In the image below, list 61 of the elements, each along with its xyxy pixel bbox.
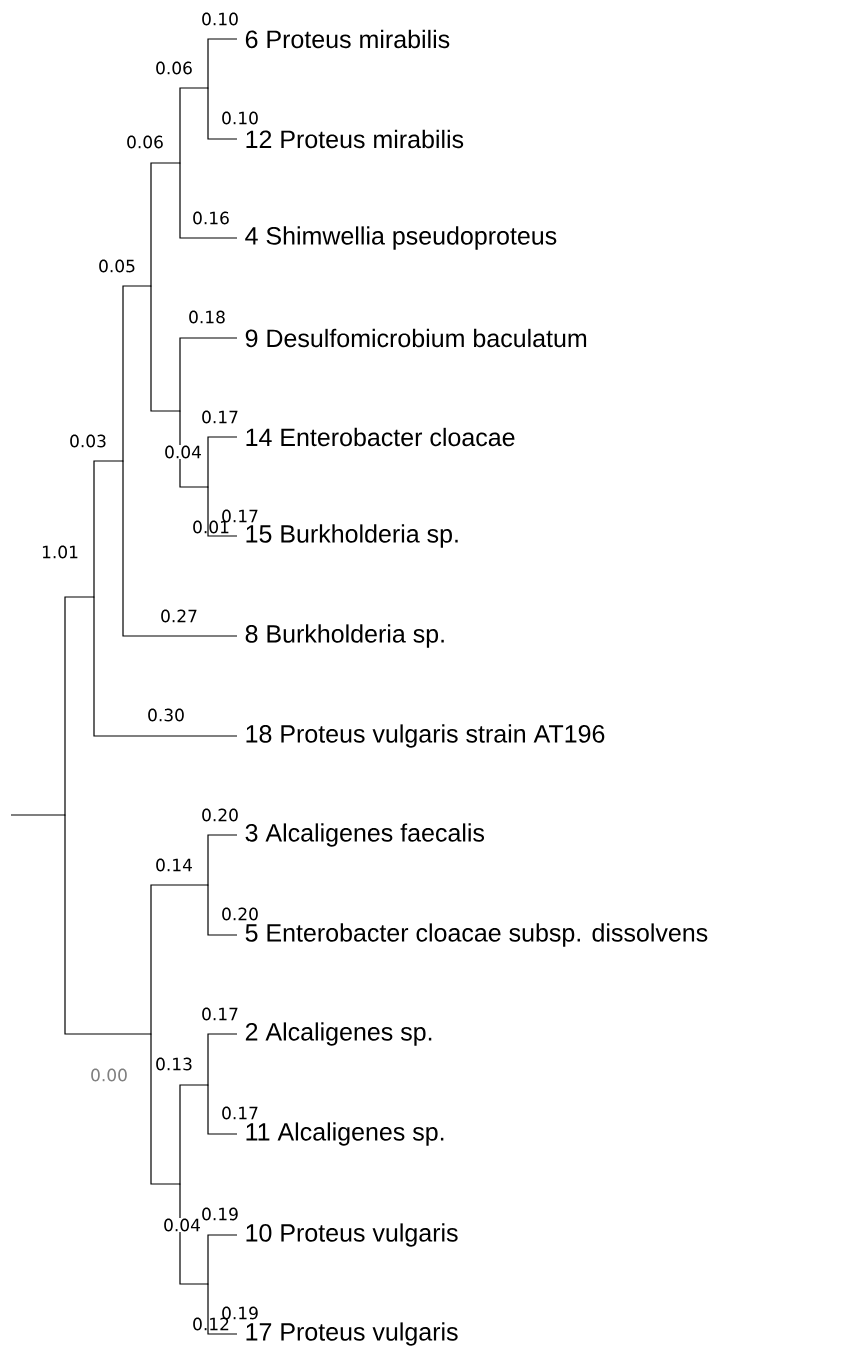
branch-line bbox=[179, 410, 209, 488]
taxon-label: 10 Proteus vulgaris bbox=[246, 1223, 458, 1247]
branch-line bbox=[179, 1183, 209, 1285]
branch-length: 0.17 bbox=[220, 1106, 260, 1120]
branch-line bbox=[207, 884, 238, 936]
branch-length: 0.20 bbox=[200, 808, 240, 822]
branch-line bbox=[150, 162, 181, 287]
taxon-label: 2 Alcaligenes sp. bbox=[245, 1022, 432, 1046]
branch-length: 0.16 bbox=[191, 211, 231, 225]
branch-line bbox=[179, 1084, 209, 1185]
branch-length: 0.17 bbox=[200, 410, 240, 424]
branch-line bbox=[150, 1033, 181, 1185]
branch-line bbox=[207, 38, 238, 89]
branch-line bbox=[207, 1084, 238, 1135]
taxon-label: 9 Desulfomicrobium baculatum bbox=[245, 328, 587, 348]
branch-line bbox=[179, 337, 238, 412]
branch-length: 0.03 bbox=[68, 434, 108, 448]
branch-length: 0.00 bbox=[89, 1068, 129, 1082]
branch-line bbox=[64, 814, 152, 1035]
branch-line bbox=[179, 162, 238, 239]
branch-length: 0.18 bbox=[187, 310, 227, 324]
branch-line bbox=[179, 87, 209, 164]
branch-line bbox=[93, 596, 238, 737]
taxon-label: 5 Enterobacter cloacae subsp. dissolvens bbox=[245, 923, 708, 947]
taxon-label: 3 Alcaligenes faecalis bbox=[245, 823, 485, 847]
branch-length: 0.10 bbox=[200, 12, 240, 26]
branch-line bbox=[150, 285, 181, 412]
branch-length: 0.19 bbox=[200, 1207, 240, 1221]
branch-length: 0.14 bbox=[154, 858, 194, 872]
branch-length: 0.04 bbox=[163, 445, 203, 459]
branch-length: 0.20 bbox=[220, 907, 260, 921]
branch-line bbox=[207, 1033, 238, 1086]
taxon-label: 8 Burkholderia sp. bbox=[245, 624, 444, 648]
taxon-label: 11 Alcaligenes sp. bbox=[246, 1122, 444, 1146]
branch-length: 0.17 bbox=[200, 1007, 240, 1021]
branch-length: 0.30 bbox=[146, 708, 186, 722]
branch-line bbox=[122, 285, 152, 462]
branch-line bbox=[150, 884, 209, 1035]
branch-line bbox=[207, 87, 238, 140]
taxon-label: 14 Enterobacter cloacae bbox=[246, 427, 515, 447]
branch-length: 1.01 bbox=[40, 545, 80, 559]
branch-length: 0.27 bbox=[159, 609, 199, 623]
branch-line bbox=[122, 460, 238, 637]
taxon-label: 15 Burkholderia sp. bbox=[246, 524, 458, 548]
branch-line bbox=[10, 814, 66, 816]
branch-line bbox=[64, 596, 95, 816]
branch-length: 0.06 bbox=[154, 61, 194, 75]
branch-length: 0.04 bbox=[162, 1218, 202, 1232]
branch-length: 0.06 bbox=[125, 135, 165, 149]
branch-line bbox=[207, 436, 238, 488]
branch-length: 0.13 bbox=[154, 1057, 194, 1071]
taxon-label: 17 Proteus vulgaris bbox=[246, 1322, 458, 1346]
taxon-label: 4 Shimwellia pseudoproteus bbox=[245, 226, 557, 250]
branch-length: 0.05 bbox=[97, 259, 137, 273]
taxon-label: 18 Proteus vulgaris strain AT196 bbox=[246, 724, 605, 748]
branch-line bbox=[93, 460, 124, 598]
taxon-label: 12 Proteus mirabilis bbox=[246, 129, 464, 149]
branch-line bbox=[207, 834, 238, 886]
taxon-label: 6 Proteus mirabilis bbox=[245, 29, 450, 49]
branch-line bbox=[207, 1234, 238, 1285]
branch-length: 0.10 bbox=[220, 111, 260, 125]
